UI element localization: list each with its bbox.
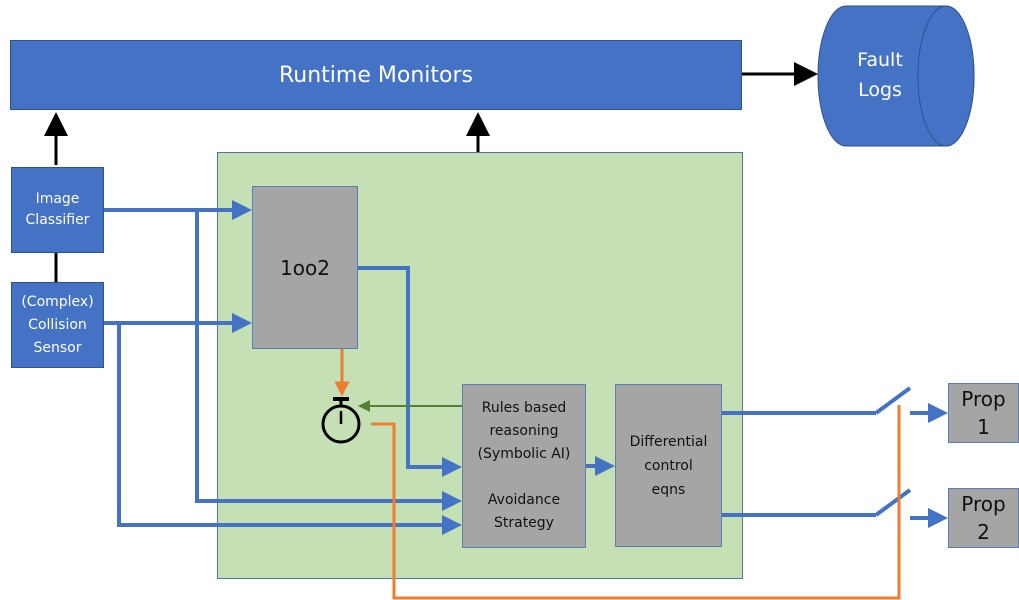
one-out-of-two-label: 1oo2 (280, 255, 330, 280)
prop-2-label: Prop 2 (961, 492, 1006, 544)
image-classifier-block: Image Classifier (11, 167, 104, 253)
runtime-monitors-label: Runtime Monitors (279, 62, 473, 88)
runtime-monitors-block: Runtime Monitors (10, 40, 742, 110)
fault-logs-line: Fault (857, 49, 903, 71)
rules-reasoning-block: Rules based reasoning (Symbolic AI) Avoi… (462, 384, 586, 548)
prop-1-label: Prop 1 (961, 387, 1006, 439)
stopwatch-icon (321, 397, 361, 444)
rules-reasoning-label: Rules based reasoning (Symbolic AI) Avoi… (477, 400, 571, 531)
blue-signal-wires (104, 200, 948, 535)
differential-control-block: Differential control eqns (615, 384, 722, 547)
differential-control-label: Differential control eqns (629, 433, 708, 498)
prop-2-block: Prop 2 (948, 488, 1019, 548)
black-arrows (44, 62, 818, 282)
collision-sensor-label: (Complex) Collision Sensor (21, 293, 94, 356)
one-out-of-two-voter: 1oo2 (252, 186, 358, 349)
fault-logs-cylinder (817, 5, 975, 147)
fault-logs-line: Logs (858, 79, 902, 101)
collision-sensor-block: (Complex) Collision Sensor (11, 282, 104, 368)
image-classifier-label: Image Classifier (25, 191, 90, 228)
orange-watchdog-wires (334, 349, 901, 600)
